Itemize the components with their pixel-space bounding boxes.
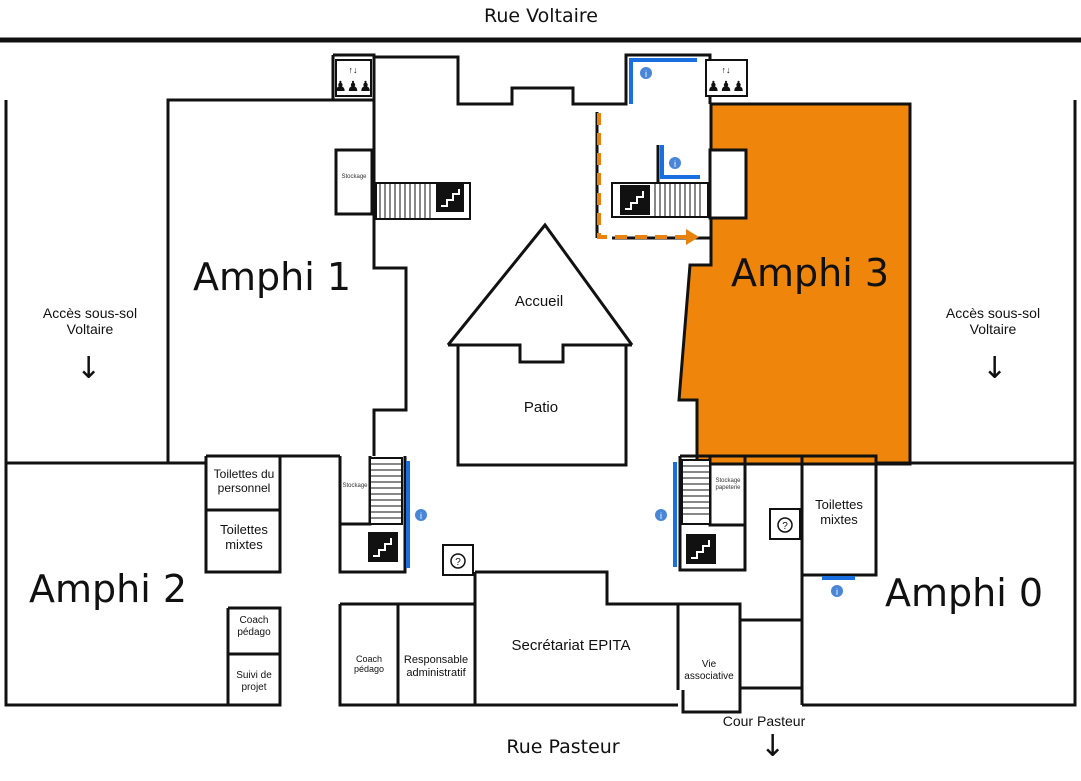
secretariat-label: Secrétariat EPITA [511,637,631,654]
svg-text:♟♟♟: ♟♟♟ [707,78,745,94]
stairs-icon [368,532,398,562]
amphi-2-label: Amphi 2 [28,567,188,611]
info-icon[interactable]: i [415,509,427,521]
interphone-icon: ? [442,544,474,576]
acces-right-line2: Voltaire [969,321,1017,338]
responsable-line1: Responsable [403,654,469,666]
toilettes-personnel-line1: Toilettes du [213,467,275,481]
svg-text:↑↓: ↑↓ [349,65,358,75]
toilettes-personnel-label: Toilettes du personnel [207,467,281,496]
patio-label: Patio [523,399,559,416]
coach-mid-line1: Coach [355,654,382,664]
info-icon[interactable]: i [669,157,681,169]
toilettes-mixtes-left-line2: mixtes [225,536,263,552]
storage-rooms [334,148,748,220]
elevator-icon: ↑↓ ♟♟♟ [334,59,372,97]
suivi-projet-label: Suivi de projet [228,670,280,693]
route-arrow [686,229,699,245]
responsable-line2: administratif [406,666,466,679]
down-arrow-icon: ↓ [76,351,102,386]
stairs-icon [686,534,716,564]
toilettes-mixtes-left-line1: Toilettes [220,522,268,537]
interphone-icon: ? [769,508,801,540]
amphi-1-label: Amphi 1 [192,255,352,299]
suivi-line1: Suivi de [236,670,272,681]
toilettes-mixtes-left-label: Toilettes mixtes [207,522,281,553]
stockage-top-label: Stockage [341,174,367,180]
svg-text:↑↓: ↑↓ [722,65,731,75]
vie-associative-label: Vie associative [679,659,739,682]
amphi-0-label: Amphi 0 [884,571,1044,615]
coach-left-line1: Coach [239,615,269,626]
coach-mid-line2: pédago [353,664,385,675]
info-icon[interactable]: i [831,585,843,597]
down-arrow-icon: ↓ [982,351,1008,386]
coach-pedago-left-label: Coach pédago [228,615,280,638]
toilettes-mixtes-right-line1: Toilettes [815,497,863,512]
stairs-treads [369,182,711,525]
toilettes-mixtes-right-line2: mixtes [820,511,858,527]
accueil-label: Accueil [514,293,564,310]
svg-text:♟♟♟: ♟♟♟ [334,78,372,94]
acces-sous-sol-left: Accès sous-sol Voltaire [20,305,160,337]
acces-right-line1: Accès sous-sol [945,305,1041,321]
svg-text:?: ? [782,521,788,532]
toilettes-personnel-line2: personnel [217,480,271,495]
responsable-administratif-label: Responsable administratif [399,654,473,679]
svg-text:?: ? [455,557,461,568]
stairs-icon [620,185,650,215]
coach-left-line2: pédago [237,626,271,638]
vie-line2: associative [684,670,734,682]
acces-left-line2: Voltaire [66,321,114,338]
svg-text:i: i [645,69,647,79]
vie-line1: Vie [701,659,717,670]
info-icon[interactable]: i [655,509,667,521]
svg-text:i: i [674,159,676,169]
street-label-north: Rue Voltaire [484,5,598,27]
street-label-south: Rue Pasteur [506,736,620,758]
svg-text:i: i [836,587,838,597]
stockage-papeterie-label: Stockage papeterie [710,478,746,492]
elevator-icon: ↑↓ ♟♟♟ [705,59,748,97]
stockage-pap-line1: Stockage [715,478,741,484]
amphi-3-label: Amphi 3 [730,251,890,295]
route-path [597,113,695,239]
stockage-left-label: Stockage [342,483,368,489]
coach-pedago-mid-label: Coach pédago [341,654,397,675]
down-arrow-icon: ↓ [760,729,786,764]
acces-left-line1: Accès sous-sol [42,305,138,321]
svg-text:i: i [660,511,662,521]
stockage-pap-line2: papeterie [715,484,741,491]
svg-text:i: i [420,511,422,521]
info-icon[interactable]: i [640,67,652,79]
court-label: Cour Pasteur [722,713,806,729]
acces-sous-sol-right: Accès sous-sol Voltaire [923,305,1063,337]
toilettes-mixtes-right-label: Toilettes mixtes [803,497,875,528]
suivi-line2: projet [241,681,267,693]
blue-markers [406,58,855,580]
stairs-icon [436,184,464,212]
